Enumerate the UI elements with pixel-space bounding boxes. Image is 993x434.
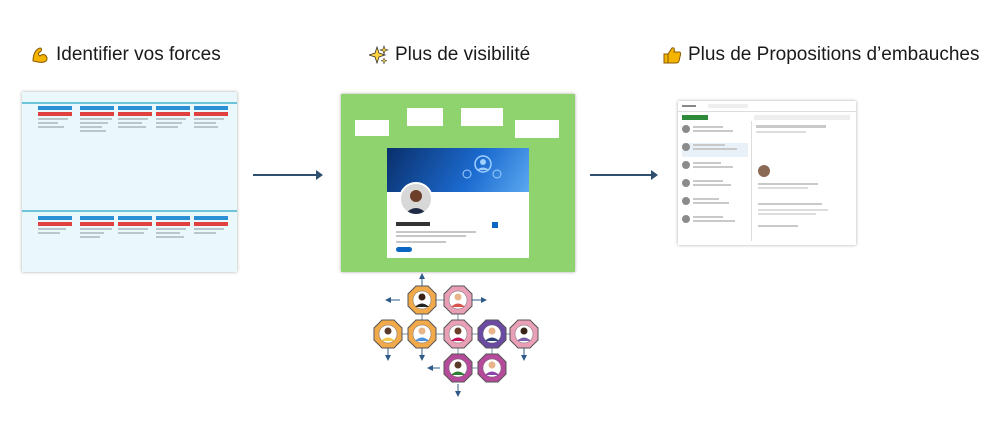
avatar	[758, 165, 770, 177]
arrow-right-icon	[253, 170, 323, 180]
messaging-thumbnail	[678, 101, 856, 245]
list-item	[156, 106, 190, 130]
person-head	[384, 327, 392, 335]
connect-button	[396, 247, 412, 252]
person-head	[454, 361, 462, 369]
conversation-line	[756, 125, 826, 128]
profile-line	[396, 241, 446, 243]
flexed-biceps-icon	[32, 47, 48, 63]
list-item	[38, 106, 72, 130]
conversation-line	[758, 213, 816, 215]
heading-identifier-forces: Identifier vos forces	[30, 44, 221, 66]
planning-thumbnail	[22, 92, 237, 272]
person-head	[520, 327, 528, 335]
divider	[751, 121, 752, 241]
focus-tab	[682, 115, 708, 120]
person-head	[488, 327, 496, 335]
list-item	[682, 179, 748, 193]
arrow-right-icon	[590, 170, 658, 180]
list-item	[682, 197, 748, 211]
filter-tabs	[754, 115, 850, 120]
conversation-line	[756, 131, 806, 133]
list-item	[118, 106, 152, 130]
list-item	[80, 106, 114, 134]
list-item	[194, 106, 228, 130]
callout-box	[355, 120, 389, 136]
callout-box	[461, 108, 503, 126]
profile-line	[396, 235, 466, 237]
heading-text: Plus de visibilité	[395, 44, 531, 65]
avatar	[399, 182, 433, 216]
linkedin-profile-thumbnail	[341, 94, 575, 272]
callout-box	[515, 120, 559, 138]
profile-name-placeholder	[396, 222, 430, 226]
list-item	[38, 216, 72, 236]
person-head	[418, 327, 426, 335]
conversation-line	[758, 209, 828, 211]
list-item	[194, 216, 228, 236]
heading-plus-propositions: Plus de Propositions d’embauches	[662, 44, 980, 66]
list-item	[682, 125, 748, 139]
divider	[22, 102, 237, 104]
list-item	[682, 215, 748, 229]
person-head	[454, 327, 462, 335]
conversation-line	[758, 187, 808, 189]
linkedin-logo-icon	[492, 222, 498, 228]
heading-plus-visibilite: Plus de visibilité	[369, 44, 530, 66]
network-diagram	[373, 273, 539, 397]
callout-box	[407, 108, 443, 126]
conversation-line	[758, 183, 818, 185]
person-head	[454, 293, 462, 301]
top-bar	[678, 101, 856, 112]
list-item	[682, 143, 748, 157]
thumbs-up-icon	[663, 47, 682, 64]
heading-text: Identifier vos forces	[56, 44, 221, 65]
list-item	[118, 216, 152, 236]
profile-line	[396, 231, 476, 233]
conversation-line	[758, 225, 798, 227]
person-head	[418, 293, 426, 301]
list-item	[156, 216, 190, 240]
person-head	[488, 361, 496, 369]
list-item	[80, 216, 114, 240]
heading-text: Plus de Propositions d’embauches	[688, 44, 980, 65]
list-item	[682, 161, 748, 175]
divider	[22, 210, 237, 212]
sparkles-icon	[369, 45, 389, 65]
conversation-line	[758, 203, 822, 205]
banner-graphic	[462, 155, 502, 179]
